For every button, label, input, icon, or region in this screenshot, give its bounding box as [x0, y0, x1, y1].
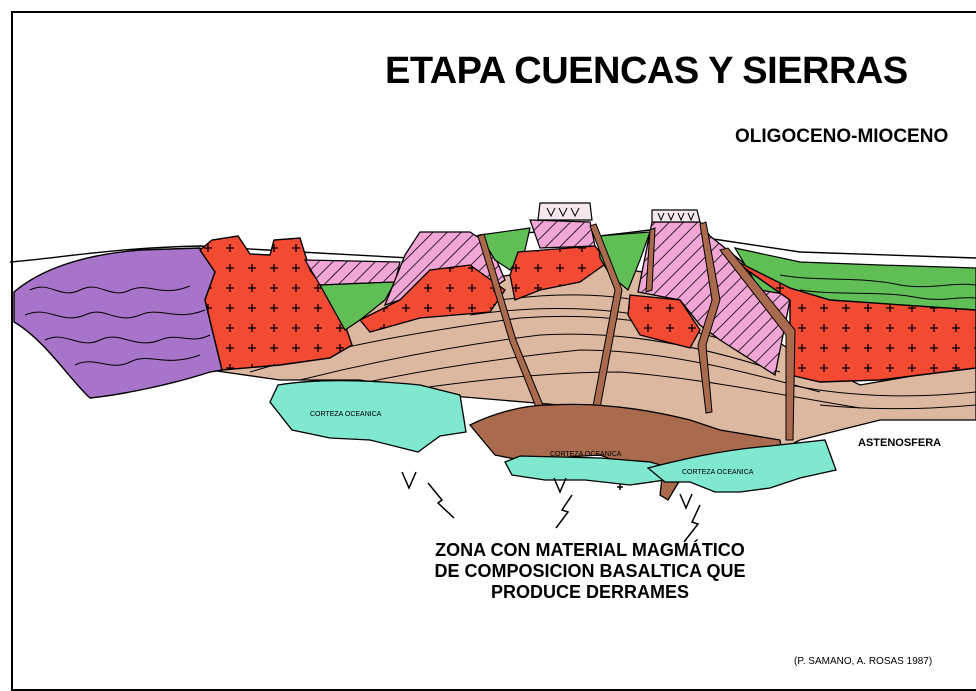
crust-label-2: CORTEZA OCEANICA	[550, 451, 622, 458]
diagram-canvas: ETAPA CUENCAS Y SIERRAS OLIGOCENO-MIOCEN…	[9, 11, 976, 691]
metamorphic-block	[13, 247, 223, 399]
v-symbol-1	[401, 471, 417, 490]
plus-mark	[617, 484, 623, 490]
vent-symbols-center	[546, 207, 580, 218]
granite-body-left	[199, 235, 353, 371]
bolt-3	[683, 504, 701, 543]
magmatic-markers	[401, 471, 701, 543]
diagram-title: ETAPA CUENCAS Y SIERRAS	[385, 50, 908, 92]
note-line-3: PRODUCE DERRAMES	[490, 582, 690, 602]
astenosfera-label: ASTENOSFERA	[858, 437, 942, 449]
v-symbol-3	[679, 493, 693, 510]
note-line-1: ZONA CON MATERIAL MAGMÁTICO	[435, 540, 745, 560]
magmatic-zone-note: ZONA CON MATERIAL MAGMÁTICO DE COMPOSICI…	[400, 540, 780, 603]
volcanic-cap-center	[529, 219, 596, 249]
green-right-strata	[779, 274, 976, 300]
crust-label-1: CORTEZA OCEANICA	[310, 411, 382, 418]
source-credit: (P. SAMANO, A. ROSAS 1987)	[794, 656, 933, 667]
granite-body-center	[358, 264, 506, 333]
metamorphic-folds	[24, 285, 211, 366]
bolt-1	[427, 482, 455, 519]
diagram-subtitle: OLIGOCENO-MIOCENO	[735, 126, 949, 147]
cross-section-svg: CORTEZA OCEANICA CORTEZA OCEANICA CORTEZ…	[9, 202, 976, 543]
vent-symbols-right	[657, 212, 695, 222]
sediment-green-left	[319, 281, 397, 331]
oceanic-crust-1	[269, 379, 467, 453]
granite-body-small	[627, 294, 701, 349]
oceanic-crust-3	[646, 439, 837, 493]
bolt-2	[555, 494, 573, 529]
note-line-2: DE COMPOSICION BASALTICA QUE	[434, 561, 746, 581]
crust-label-3: CORTEZA OCEANICA	[682, 469, 754, 476]
granite-body-mid	[509, 245, 609, 301]
magma-body	[468, 403, 783, 501]
volcanic-strip-left	[303, 259, 401, 286]
v-symbol-2	[553, 477, 567, 494]
